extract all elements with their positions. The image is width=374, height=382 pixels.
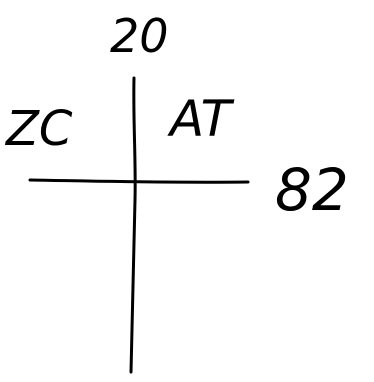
- horizontal-line: [28, 178, 250, 184]
- label-upper-left: ZC: [4, 101, 73, 157]
- vertical-line: [129, 76, 137, 374]
- label-top: 20: [110, 9, 169, 63]
- label-right: 82: [275, 156, 349, 224]
- label-upper-right: AT: [167, 90, 235, 148]
